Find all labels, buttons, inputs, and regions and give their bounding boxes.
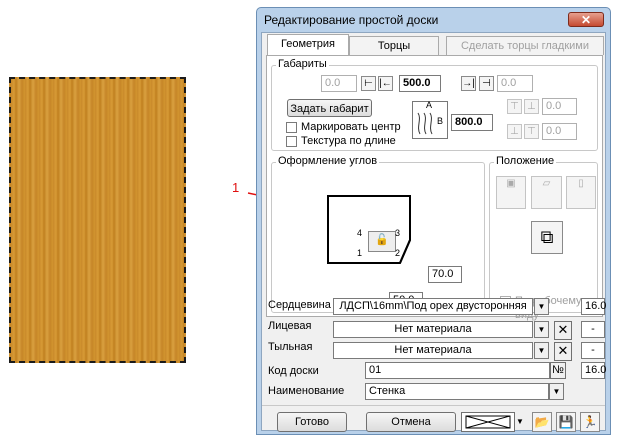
corners-group-label: Оформление углов <box>276 155 380 167</box>
top-edge-icon[interactable]: ⊤ <box>507 99 522 114</box>
right-anchor-icon[interactable]: ⊣ <box>479 76 494 91</box>
top-anchor-icon[interactable]: ⊥ <box>524 99 539 114</box>
chevron-down-icon: ▼ <box>537 346 546 355</box>
close-button[interactable]: ✕ <box>568 12 604 27</box>
crossed-box-icon <box>465 415 511 429</box>
number-button[interactable]: № <box>550 362 566 379</box>
face-extra-field: - <box>581 321 605 338</box>
right-edge-icon[interactable]: →| <box>461 76 476 91</box>
chevron-down-icon: ▼ <box>537 325 546 334</box>
left-anchor-icon[interactable]: ⊢ <box>361 76 376 91</box>
board-code-label: Код доски <box>268 365 319 377</box>
core-thickness-field: 16.0 <box>581 298 606 315</box>
running-man-icon: 🏃 <box>582 415 598 429</box>
position-front-icon[interactable]: ▣ <box>496 176 526 209</box>
face-clear-button[interactable]: ✕ <box>554 321 572 340</box>
corner-lock-button[interactable]: 🔓 <box>368 231 396 252</box>
title-bar: Редактирование простой доски ✕ <box>257 8 610 32</box>
close-icon: ✕ <box>580 13 592 27</box>
left-offset-field[interactable]: 0.0 <box>321 75 357 92</box>
core-label: Сердцевина <box>268 299 331 311</box>
corner-value-field-1[interactable]: 70.0 <box>428 266 462 283</box>
corner-number-4: 4 <box>357 228 363 238</box>
open-button[interactable]: 📂 <box>532 412 552 432</box>
annotation-label-1: 1 <box>232 180 240 195</box>
edit-board-dialog: Редактирование простой доски ✕ Геометрия… <box>256 7 611 435</box>
position-3d-icon[interactable]: ⧉ <box>531 221 563 254</box>
set-dimension-button[interactable]: Задать габарит <box>287 99 372 117</box>
save-button[interactable]: 💾 <box>556 412 576 432</box>
back-dropdown-button[interactable]: ▼ <box>534 342 549 359</box>
chevron-down-icon: ▼ <box>552 387 561 396</box>
clear-x-icon: ✕ <box>557 343 569 358</box>
smooth-ends-button[interactable]: Сделать торцы гладкими <box>446 36 604 55</box>
help-button[interactable]: 🏃 <box>580 412 600 432</box>
done-button[interactable]: Готово <box>277 412 347 432</box>
geometry-page: Габариты 0.0 ⊢ |← 500.0 →| ⊣ 0.0 Задать … <box>266 55 603 321</box>
back-label: Тыльная <box>268 341 313 353</box>
name-dropdown-button[interactable]: ▼ <box>549 383 564 400</box>
clear-x-icon: ✕ <box>557 322 569 337</box>
position-side-icon[interactable]: ▯ <box>566 176 596 209</box>
top-offset-field[interactable]: 0.0 <box>542 98 577 115</box>
width-field[interactable]: 500.0 <box>399 75 441 92</box>
height-field[interactable]: 800.0 <box>451 114 493 131</box>
bottom-offset-field[interactable]: 0.0 <box>542 123 577 140</box>
corner-number-1: 1 <box>357 248 363 258</box>
back-clear-button[interactable]: ✕ <box>554 342 572 361</box>
board-size-diagram: A B <box>412 100 448 139</box>
board-code-input[interactable]: 01 <box>365 362 550 379</box>
corner-number-2: 2 <box>395 248 401 258</box>
face-label: Лицевая <box>268 320 312 332</box>
board-name-input[interactable]: Стенка <box>365 383 549 400</box>
window-title: Редактирование простой доски <box>264 13 439 27</box>
floppy-disk-icon: 💾 <box>558 415 574 429</box>
face-dropdown-button[interactable]: ▼ <box>534 321 549 338</box>
board-preview <box>9 77 186 363</box>
back-material-select[interactable]: Нет материала <box>333 342 533 359</box>
chevron-down-icon: ▼ <box>516 417 524 426</box>
dimensions-group-label: Габариты <box>276 58 329 70</box>
position-flat-icon[interactable]: ▱ <box>531 176 562 209</box>
folder-open-icon: 📂 <box>534 415 550 429</box>
number-value-field: 16.0 <box>581 362 606 379</box>
wavy-board-icon <box>417 112 433 135</box>
unlock-icon: 🔓 <box>375 234 389 246</box>
texture-length-label: Текстура по длине <box>301 135 396 147</box>
face-material-select[interactable]: Нет материала <box>333 321 533 338</box>
preview-view-button[interactable] <box>461 412 515 432</box>
position-group-label: Положение <box>494 155 557 167</box>
bottom-edge-icon[interactable]: ⊥ <box>507 124 522 139</box>
corner-diagram <box>327 195 411 264</box>
right-offset-field[interactable]: 0.0 <box>497 75 533 92</box>
tab-geometry[interactable]: Геометрия <box>267 34 349 55</box>
dialog-client: Геометрия Торцы Сделать торцы гладкими Г… <box>261 32 606 432</box>
tab-ends[interactable]: Торцы <box>349 36 439 55</box>
dimensions-group <box>271 65 598 151</box>
core-material-select[interactable]: ЛДСП\16mm\Под орех двусторонняя <box>333 298 533 315</box>
mark-center-checkbox[interactable] <box>286 122 297 133</box>
left-edge-icon[interactable]: |← <box>378 76 393 91</box>
back-extra-field: - <box>581 342 605 359</box>
footer-divider <box>262 405 605 406</box>
chevron-down-icon: ▼ <box>537 302 546 311</box>
mark-center-label: Маркировать центр <box>301 121 401 133</box>
view-dropdown-arrow[interactable]: ▼ <box>515 412 525 432</box>
bottom-anchor-icon[interactable]: ⊤ <box>524 124 539 139</box>
texture-length-checkbox[interactable] <box>286 136 297 147</box>
diagram-b-label: B <box>437 116 444 126</box>
cancel-button[interactable]: Отмена <box>366 412 456 432</box>
diagram-a-label: A <box>426 100 433 110</box>
board-name-label: Наименование <box>268 385 345 397</box>
core-dropdown-button[interactable]: ▼ <box>534 298 549 315</box>
corner-number-3: 3 <box>395 228 401 238</box>
